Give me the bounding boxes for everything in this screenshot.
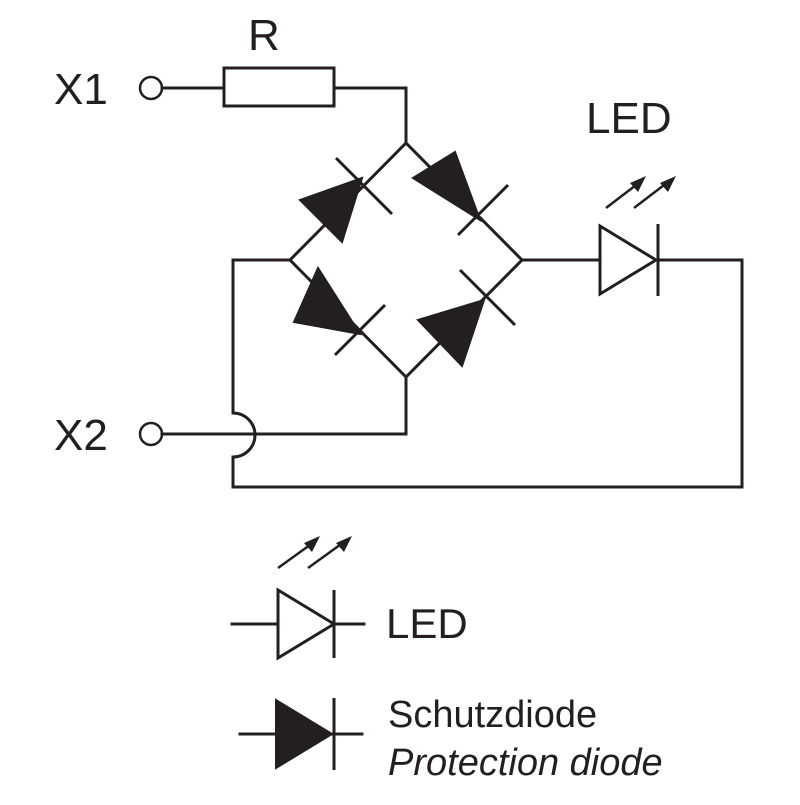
legend-protection-diode-label-en: Protection diode xyxy=(388,742,663,784)
resistor-label: R xyxy=(248,11,280,60)
legend-led-label: LED xyxy=(386,600,468,647)
bridge-diode-lower-left-bar xyxy=(333,303,387,357)
led-circuit-light-arrows-icon xyxy=(605,176,676,209)
bridge-diode-upper-left xyxy=(298,176,364,244)
bridge-diode-upper-left-bar xyxy=(334,156,394,216)
bridge-diamond xyxy=(287,140,525,380)
led-circuit-diode xyxy=(598,223,659,297)
legend-led-symbol xyxy=(230,536,366,661)
bridge-diode-lower-right xyxy=(416,298,486,368)
wire-left-node xyxy=(231,258,292,415)
resistor xyxy=(222,66,336,108)
bridge-diode-lower-left xyxy=(292,265,363,336)
bridge-diode-upper-right xyxy=(411,150,482,223)
terminal-x2-label: X2 xyxy=(54,411,108,460)
wire-resistor-bridge xyxy=(332,86,408,145)
terminal-x2 xyxy=(138,421,164,447)
led-circuit-label: LED xyxy=(586,94,672,143)
legend-protection-diode-label-de: Schutzdiode xyxy=(388,694,597,736)
bridge-diode-upper-right-bar xyxy=(456,183,510,237)
bridge-diode-lower-right-bar xyxy=(458,268,517,327)
wire-return-loop xyxy=(231,258,744,489)
legend-protection-diode-symbol xyxy=(238,698,364,770)
wire-x2-bridge xyxy=(160,375,408,436)
terminal-x1-label: X1 xyxy=(54,65,108,114)
terminal-x1 xyxy=(138,75,164,101)
